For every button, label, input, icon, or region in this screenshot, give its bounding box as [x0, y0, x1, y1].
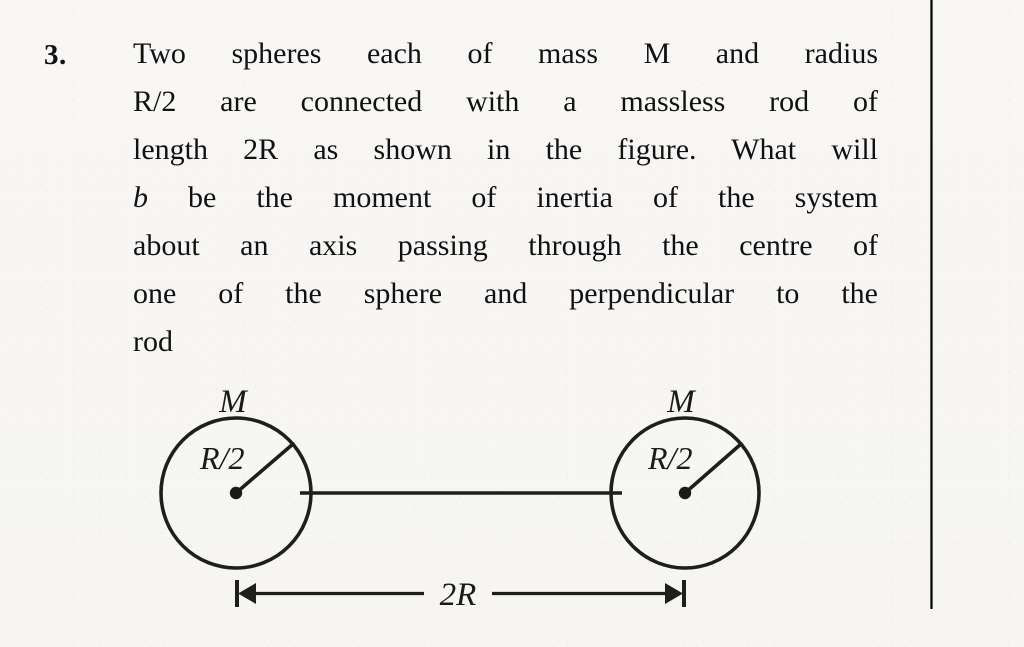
question-line-3: length 2R as shown in the figure. What w…: [133, 133, 878, 166]
left-sphere-radius-label: R/2: [199, 440, 244, 476]
question-line-6: one of the sphere and perpendicular to t…: [133, 277, 878, 310]
right-sphere-circle: [609, 416, 761, 570]
right-radius-line: [683, 442, 743, 495]
dimension-left-arrowhead: [238, 583, 256, 604]
question-line-4-rest: be the moment of inertia of the system: [148, 181, 878, 214]
right-centre-dot: [678, 486, 692, 500]
question-line-1: Two spheres each of mass M and radius: [133, 37, 878, 70]
question-text: Two spheres each of mass M and radius R/…: [133, 30, 878, 366]
question-line-7: rod: [133, 325, 173, 358]
dimension-line-group: 2R: [235, 577, 686, 613]
right-sphere-group: M R/2: [609, 384, 761, 570]
right-sphere-mass-label: M: [666, 384, 696, 420]
left-sphere-circle: [159, 416, 313, 570]
page-gutter-rule: [930, 0, 933, 609]
left-centre-dot: [229, 486, 243, 500]
question-line-5: about an axis passing through the centre…: [133, 229, 878, 262]
left-sphere-group: M R/2: [159, 384, 313, 570]
question-line-4: b be the moment of inertia of the system: [133, 174, 878, 222]
right-sphere-radius-label: R/2: [647, 440, 692, 476]
figure-two-spheres-rod: M R/2 M R/2: [0, 368, 930, 623]
question-line-2: R/2 are connected with a massless rod of: [133, 85, 878, 118]
dimension-right-arrowhead: [665, 583, 683, 604]
left-radius-line: [234, 442, 295, 495]
dimension-label-2R: 2R: [440, 577, 477, 613]
question-block: 3. Two spheres each of mass M and radius…: [44, 30, 890, 366]
question-number: 3.: [44, 39, 67, 71]
left-sphere-mass-label: M: [218, 384, 248, 420]
variable-b: b: [133, 181, 148, 214]
